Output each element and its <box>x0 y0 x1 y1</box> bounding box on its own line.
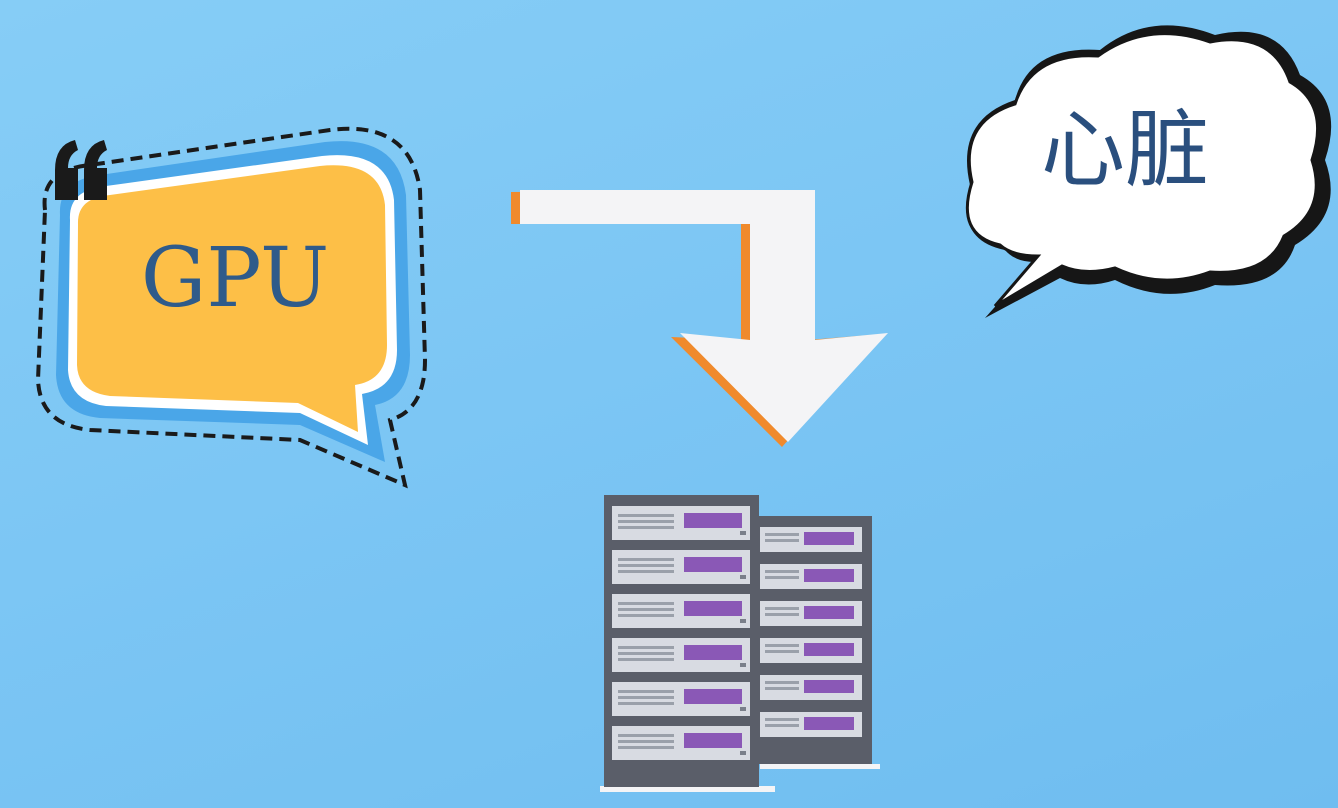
quote-mark-icon <box>55 140 107 200</box>
heart-label: 心脏 <box>1040 101 1209 199</box>
server-rack-back <box>752 516 872 764</box>
arrow-body <box>520 190 888 442</box>
gpu-label: GPU <box>140 231 330 326</box>
server-rack-front <box>604 495 759 787</box>
rack-base-back <box>760 764 880 769</box>
cloud-body <box>965 32 1320 308</box>
rack-base-front <box>600 786 775 792</box>
bubble-fill <box>77 165 387 432</box>
dashed-outline <box>35 126 428 489</box>
